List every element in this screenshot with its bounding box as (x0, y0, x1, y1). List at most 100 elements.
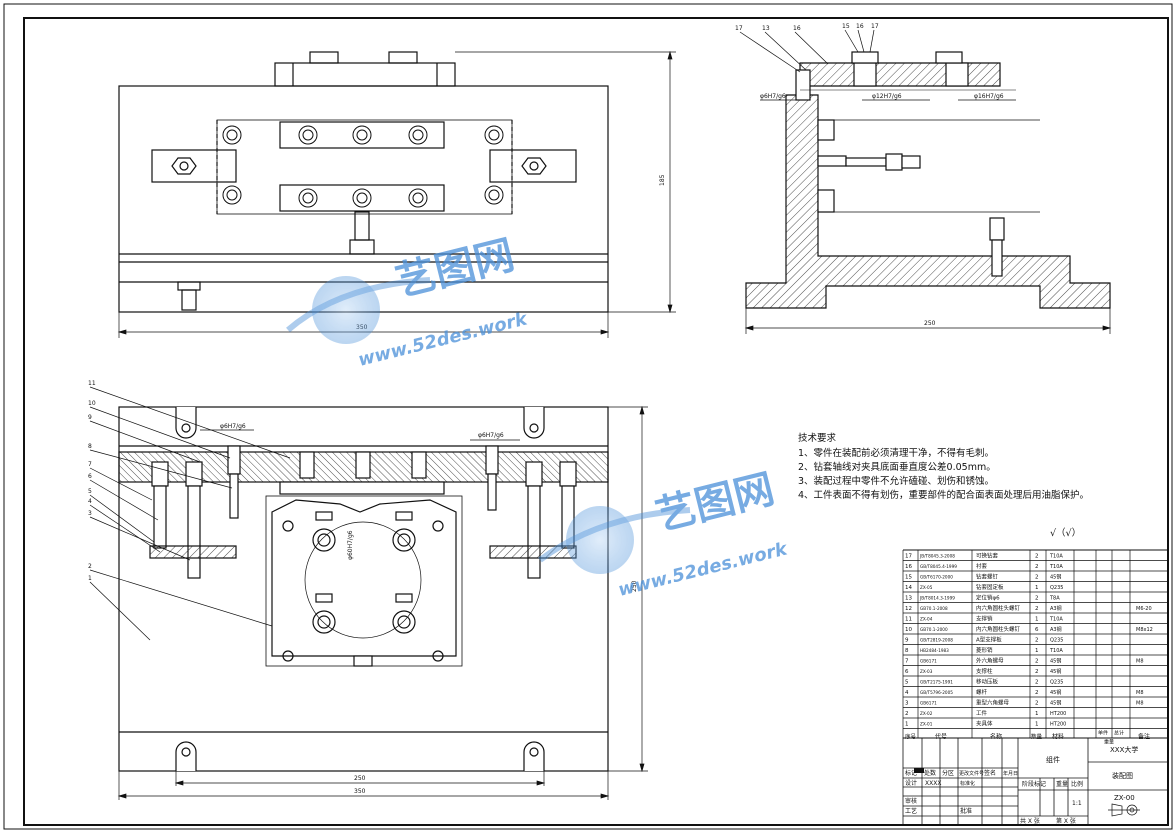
bom-no: 1 (905, 722, 909, 728)
bom-note: M8x12 (1136, 627, 1153, 633)
bom-name: 钻套固定板 (976, 583, 1004, 591)
bom-qty: 2 (1035, 575, 1039, 581)
side-balloon-5: 16 (856, 23, 864, 30)
tech-requirement-2: 2、钻套轴线对夹具底面垂直度公差0.05mm。 (798, 461, 996, 473)
bom-qty: 2 (1035, 596, 1039, 602)
bom-material: 45钢 (1050, 689, 1061, 696)
plan-balloon-11: 11 (88, 380, 96, 387)
title-block (902, 737, 1169, 826)
bom-note: M8 (1136, 659, 1144, 665)
std-label: 标准化 (960, 780, 975, 787)
bom-no: 4 (905, 690, 909, 696)
change-label-4: 更改文件号 (959, 770, 984, 777)
bom-no: 5 (905, 680, 909, 686)
bom-name: 定位销φ6 (976, 594, 1000, 602)
bom-no: 14 (905, 585, 912, 591)
bom-name: 可换钻套 (976, 552, 999, 560)
bom-name: 支撑销 (976, 615, 993, 623)
bom-material: T10A (1049, 554, 1063, 560)
bom-header-unit: 单件 (1098, 730, 1108, 737)
side-balloon-2: 13 (762, 25, 770, 32)
weight-label: 重量 (1056, 780, 1068, 788)
side-width-dim: 250 (924, 320, 936, 327)
bom-name: 夹具体 (976, 720, 993, 728)
bom-code: GB/T8045.4-1999 (920, 564, 957, 569)
side-balloon-4: 15 (842, 23, 850, 30)
watermark-2: 艺图网 www.52des.work (538, 466, 790, 601)
plan-balloon-6: 6 (88, 473, 92, 480)
support-bar-bottom (279, 184, 445, 212)
bom-code: ZX-04 (920, 617, 933, 622)
plan-leaders (89, 386, 648, 800)
bom-qty: 1 (1035, 722, 1039, 728)
bom-code: GB6171 (920, 701, 937, 706)
process-label: 工艺 (905, 807, 917, 815)
bom-note: M8 (1136, 701, 1144, 707)
bom-no: 16 (905, 564, 912, 570)
bom-qty: 2 (1035, 701, 1039, 707)
plan-balloon-7: 7 (88, 461, 92, 468)
side-plate-section (799, 62, 1001, 87)
bom-header-code: 代号 (935, 733, 947, 741)
bom-material: T10A (1049, 648, 1063, 654)
assembly-name: 组件 (1046, 755, 1060, 764)
plan-balloon-4: 4 (88, 498, 92, 505)
watermark-brand-2: 艺图网 (651, 466, 779, 540)
bom-qty: 2 (1035, 690, 1039, 696)
fit-plan-left: φ6H7/g6 (220, 423, 246, 430)
side-balloon-1: 17 (735, 25, 743, 32)
bom-code: HB2484-1983 (920, 648, 949, 653)
bom-qty: 2 (1035, 554, 1039, 560)
plan-balloon-2: 2 (88, 563, 92, 570)
bom-name: 外六角螺母 (976, 657, 1004, 665)
bom-no: 15 (905, 575, 912, 581)
side-body-section (745, 94, 1111, 309)
watermark-brand-1: 艺图网 (391, 232, 519, 306)
tech-requirement-1: 1、零件在装配前必须清理干净，不得有毛刺。 (798, 447, 994, 459)
bom-material: HT200 (1050, 711, 1066, 717)
bom-code: GB/T5796-2005 (920, 690, 953, 695)
plan-inner-width-dim: 250 (354, 775, 366, 782)
change-label-5: 签名 (984, 769, 996, 777)
watermark-url-1: www.52des.work (356, 308, 530, 371)
plan-body (118, 406, 609, 772)
front-view (118, 51, 609, 313)
bom-material: T10A (1049, 617, 1063, 623)
bom-code: ZX-05 (920, 585, 933, 590)
bom-qty: 2 (1035, 564, 1039, 570)
workpiece (271, 499, 457, 657)
bom-code: GB/T6170-2000 (920, 575, 953, 580)
bom-qty: 6 (1035, 627, 1039, 633)
bom-note: M8 (1136, 690, 1144, 696)
bom-name: 重型六角螺母 (976, 699, 1010, 707)
plan-balloon-1: 1 (88, 575, 92, 582)
tech-requirement-4: 4、工件表面不得有划伤，重要部件的配合面表面处理后用油脂保护。 (798, 489, 1089, 501)
school-name: XXX大学 (1110, 745, 1138, 754)
bom-name: 螺杆 (976, 688, 988, 696)
stamp-block (914, 768, 924, 773)
bom-header-no: 序号 (905, 733, 917, 741)
bom-name: 支撑柱 (976, 667, 993, 675)
tech-requirements-title: 技术要求 (798, 432, 837, 444)
bom-code: GB70.1-2008 (920, 606, 948, 611)
bom-material: A3钢 (1050, 626, 1062, 633)
fit-side-left: φ6H7/g6 (760, 93, 786, 100)
side-view (745, 51, 1111, 309)
tech-requirement-3: 3、装配过程中零件不允许磕碰、划伤和锈蚀。 (798, 475, 994, 487)
design-name: XXXX (925, 780, 941, 787)
bom-header-note: 备注 (1138, 733, 1150, 741)
fit-plan-right: φ6H7/g6 (478, 432, 504, 439)
bom-code: ZX-01 (920, 722, 933, 727)
bom-material: Q235 (1050, 638, 1063, 644)
bom-material: T10A (1049, 564, 1063, 570)
bom-name: 移动压板 (976, 678, 999, 686)
plan-balloon-3: 3 (88, 510, 92, 517)
sheet-total: 共 X 张 (1020, 817, 1040, 825)
plan-height-dim: 250 (631, 580, 638, 592)
bom-qty: 2 (1035, 659, 1039, 665)
clamp-left (151, 149, 237, 183)
design-label: 设计 (905, 779, 917, 787)
bom-qty: 1 (1035, 648, 1039, 654)
